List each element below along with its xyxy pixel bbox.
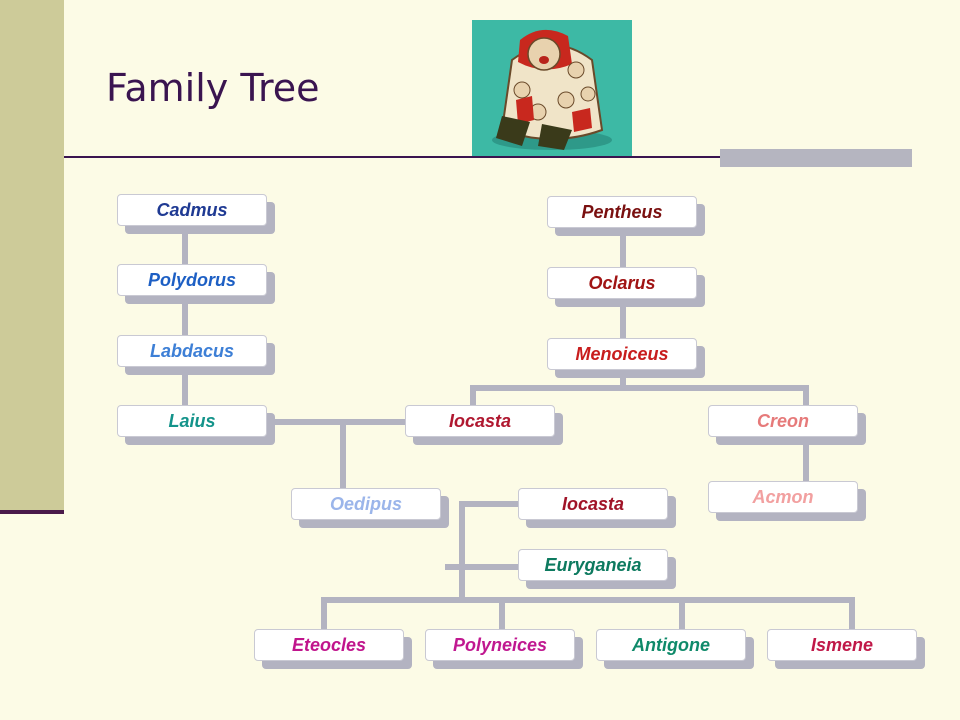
node-iocasta-mid: Iocasta [518,488,676,528]
node-euryganeia-label: Euryganeia [518,549,668,581]
left-accent-bar [0,0,64,512]
node-ismene: Ismene [767,629,925,669]
node-eteocles-label: Eteocles [254,629,404,661]
node-ismene-label: Ismene [767,629,917,661]
node-iocasta-mid-label: Iocasta [518,488,668,520]
node-iocasta-top: Iocasta [405,405,563,445]
left-accent-rule [0,510,64,514]
storyteller-doll-icon [472,20,632,156]
node-eteocles: Eteocles [254,629,412,669]
title-underline [64,156,912,158]
node-pentheus-label: Pentheus [547,196,697,228]
node-creon: Creon [708,405,866,445]
node-polydorus: Polydorus [117,264,275,304]
node-cadmus-label: Cadmus [117,194,267,226]
node-antigone-label: Antigone [596,629,746,661]
node-oclarus: Oclarus [547,267,705,307]
node-cadmus: Cadmus [117,194,275,234]
node-acmon: Acmon [708,481,866,521]
slide-title: Family Tree [106,66,320,110]
node-antigone: Antigone [596,629,754,669]
node-labdacus-label: Labdacus [117,335,267,367]
node-laius: Laius [117,405,275,445]
node-pentheus: Pentheus [547,196,705,236]
node-acmon-label: Acmon [708,481,858,513]
node-labdacus: Labdacus [117,335,275,375]
node-oedipus-label: Oedipus [291,488,441,520]
node-oclarus-label: Oclarus [547,267,697,299]
node-polyneices: Polyneices [425,629,583,669]
node-creon-label: Creon [708,405,858,437]
node-menoiceus: Menoiceus [547,338,705,378]
node-euryganeia: Euryganeia [518,549,676,589]
node-oedipus: Oedipus [291,488,449,528]
node-menoiceus-label: Menoiceus [547,338,697,370]
title-accent-bar [720,149,912,167]
node-polyneices-label: Polyneices [425,629,575,661]
node-iocasta-top-label: Iocasta [405,405,555,437]
node-laius-label: Laius [117,405,267,437]
node-polydorus-label: Polydorus [117,264,267,296]
